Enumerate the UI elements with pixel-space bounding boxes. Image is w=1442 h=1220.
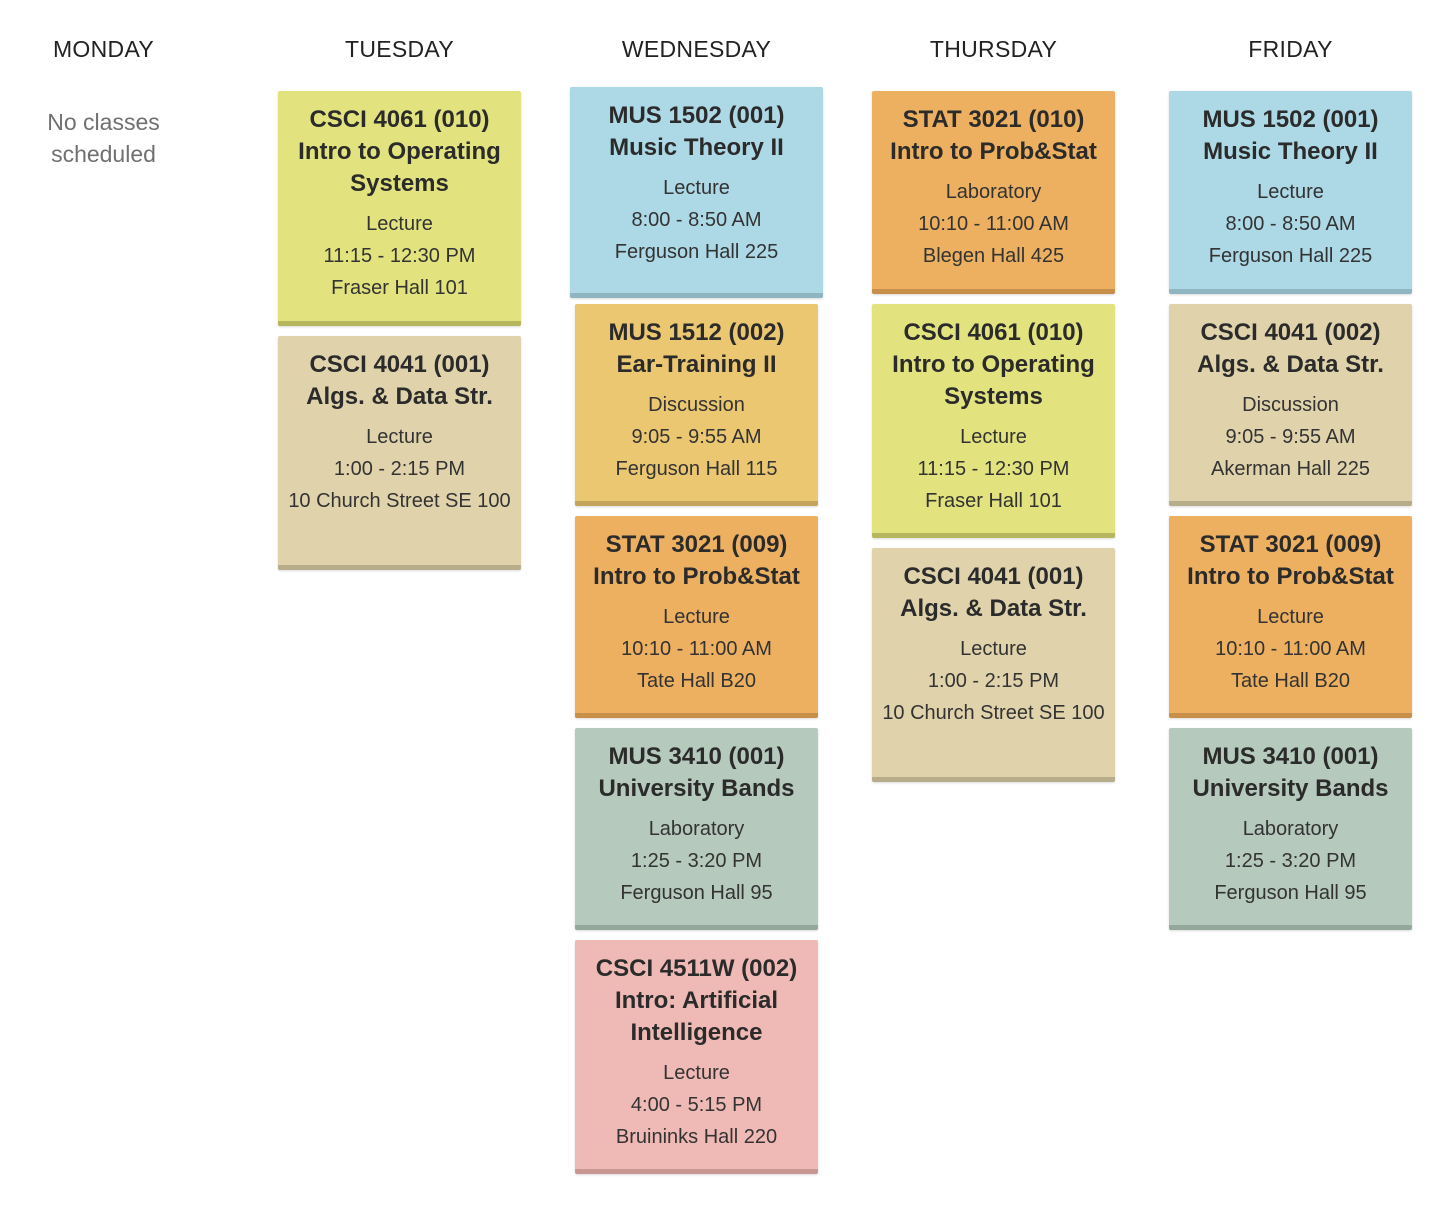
class-course-code: CSCI 4061 (010) xyxy=(903,319,1084,346)
class-card-mus-3410[interactable]: MUS 3410 (001) University Bands Laborato… xyxy=(1169,728,1412,930)
class-course-code: CSCI 4041 (001) xyxy=(903,563,1084,590)
class-course-code: CSCI 4511W (002) xyxy=(595,955,798,982)
class-card-csci-4511w[interactable]: CSCI 4511W (002) Intro: Artificial Intel… xyxy=(575,940,818,1174)
class-title: Music Theory II xyxy=(609,134,784,161)
class-course-code: MUS 1512 (002) xyxy=(608,319,785,346)
class-course-code: CSCI 4061 (010) xyxy=(309,106,490,133)
class-time: 1:25 - 3:20 PM xyxy=(1224,850,1357,872)
class-title: Ear-Training II xyxy=(616,351,777,378)
class-title: Intro to Operating Systems xyxy=(298,138,501,197)
class-room: Ferguson Hall 225 xyxy=(614,241,779,263)
class-title: Algs. & Data Str. xyxy=(900,595,1087,622)
class-time: 11:15 - 12:30 PM xyxy=(917,458,1070,480)
class-card-csci-4041[interactable]: CSCI 4041 (002) Algs. & Data Str. Discus… xyxy=(1169,304,1412,506)
class-time: 1:00 - 2:15 PM xyxy=(927,670,1060,692)
class-type: Lecture xyxy=(366,426,433,448)
class-card-stat-3021[interactable]: STAT 3021 (010) Intro to Prob&Stat Labor… xyxy=(872,91,1115,294)
class-room: Bruininks Hall 220 xyxy=(615,1126,778,1148)
class-title: Music Theory II xyxy=(1203,138,1378,165)
class-card-csci-4061[interactable]: CSCI 4061 (010) Intro to Operating Syste… xyxy=(278,91,521,326)
class-room: 10 Church Street SE 100 xyxy=(882,702,1105,724)
class-title: Intro to Prob&Stat xyxy=(593,563,800,590)
class-title: University Bands xyxy=(1192,775,1389,802)
class-title: Algs. & Data Str. xyxy=(306,383,493,410)
day-header-thursday: THURSDAY xyxy=(929,36,1058,62)
class-room: Ferguson Hall 225 xyxy=(1208,245,1373,267)
class-type: Lecture xyxy=(663,1062,730,1084)
class-room: Fraser Hall 101 xyxy=(331,277,468,299)
class-card-mus-1512[interactable]: MUS 1512 (002) Ear-Training II Discussio… xyxy=(575,304,818,506)
class-title: Intro to Prob&Stat xyxy=(1187,563,1394,590)
class-card-stat-3021[interactable]: STAT 3021 (009) Intro to Prob&Stat Lectu… xyxy=(575,516,818,718)
class-type: Laboratory xyxy=(945,181,1042,203)
class-card-mus-3410[interactable]: MUS 3410 (001) University Bands Laborato… xyxy=(575,728,818,930)
day-header-monday: MONDAY xyxy=(52,36,155,62)
class-type: Lecture xyxy=(960,638,1027,660)
class-type: Lecture xyxy=(1257,181,1324,203)
class-course-code: STAT 3021 (009) xyxy=(1199,531,1382,558)
class-room: Ferguson Hall 115 xyxy=(615,458,778,480)
class-type: Lecture xyxy=(1257,606,1324,628)
class-card-mus-1502[interactable]: MUS 1502 (001) Music Theory II Lecture 8… xyxy=(1169,91,1412,294)
class-room: Ferguson Hall 95 xyxy=(1214,882,1367,904)
class-course-code: MUS 3410 (001) xyxy=(1202,743,1379,770)
class-time: 4:00 - 5:15 PM xyxy=(630,1094,763,1116)
class-type: Laboratory xyxy=(648,818,745,840)
class-title: Algs. & Data Str. xyxy=(1197,351,1384,378)
class-course-code: CSCI 4041 (001) xyxy=(309,351,490,378)
class-course-code: STAT 3021 (010) xyxy=(902,106,1085,133)
class-type: Lecture xyxy=(663,177,730,199)
class-course-code: MUS 1502 (001) xyxy=(1202,106,1379,133)
class-time: 1:25 - 3:20 PM xyxy=(630,850,763,872)
class-time: 10:10 - 11:00 AM xyxy=(1215,638,1366,660)
class-title: University Bands xyxy=(598,775,795,802)
class-room: Tate Hall B20 xyxy=(1231,670,1350,692)
class-time: 9:05 - 9:55 AM xyxy=(631,426,762,448)
day-header-tuesday: TUESDAY xyxy=(344,36,455,62)
class-room: Tate Hall B20 xyxy=(637,670,756,692)
class-type: Discussion xyxy=(648,394,745,416)
class-card-stat-3021[interactable]: STAT 3021 (009) Intro to Prob&Stat Lectu… xyxy=(1169,516,1412,718)
class-course-code: MUS 3410 (001) xyxy=(608,743,785,770)
class-card-csci-4061[interactable]: CSCI 4061 (010) Intro to Operating Syste… xyxy=(872,304,1115,538)
class-room: Ferguson Hall 95 xyxy=(620,882,773,904)
class-time: 1:00 - 2:15 PM xyxy=(333,458,466,480)
class-title: Intro to Operating Systems xyxy=(892,351,1095,410)
class-card-mus-1502[interactable]: MUS 1502 (001) Music Theory II Lecture 8… xyxy=(570,87,823,298)
class-time: 11:15 - 12:30 PM xyxy=(323,245,476,267)
class-title: Intro to Prob&Stat xyxy=(890,138,1097,165)
class-time: 8:00 - 8:50 AM xyxy=(1225,213,1356,235)
class-time: 10:10 - 11:00 AM xyxy=(918,213,1069,235)
day-header-wednesday: WEDNESDAY xyxy=(621,36,772,62)
class-course-code: MUS 1502 (001) xyxy=(608,102,785,129)
class-type: Laboratory xyxy=(1242,818,1339,840)
class-room: Fraser Hall 101 xyxy=(925,490,1062,512)
class-room: Akerman Hall 225 xyxy=(1211,458,1370,480)
class-type: Lecture xyxy=(663,606,730,628)
class-room: Blegen Hall 425 xyxy=(922,245,1065,267)
class-time: 8:00 - 8:50 AM xyxy=(631,209,762,231)
class-course-code: CSCI 4041 (002) xyxy=(1200,319,1381,346)
class-type: Lecture xyxy=(366,213,433,235)
class-time: 10:10 - 11:00 AM xyxy=(621,638,772,660)
class-card-csci-4041[interactable]: CSCI 4041 (001) Algs. & Data Str. Lectur… xyxy=(872,548,1115,782)
class-card-csci-4041[interactable]: CSCI 4041 (001) Algs. & Data Str. Lectur… xyxy=(278,336,521,570)
class-room: 10 Church Street SE 100 xyxy=(288,490,511,512)
class-course-code: STAT 3021 (009) xyxy=(605,531,788,558)
class-type: Discussion xyxy=(1242,394,1339,416)
no-classes-note: No classes scheduled xyxy=(47,109,160,167)
class-time: 9:05 - 9:55 AM xyxy=(1225,426,1356,448)
class-type: Lecture xyxy=(960,426,1027,448)
class-title: Intro: Artificial Intelligence xyxy=(614,987,779,1046)
day-header-friday: FRIDAY xyxy=(1248,36,1333,62)
